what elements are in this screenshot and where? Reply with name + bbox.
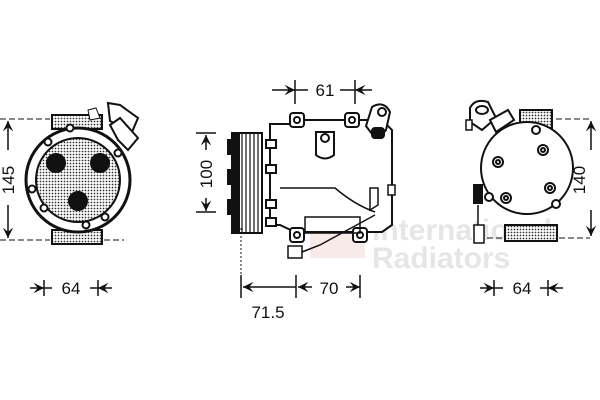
side-height-dimension: 100 <box>197 160 216 188</box>
front-height-dimension: 145 <box>0 166 18 194</box>
rear-view <box>465 99 597 244</box>
watermark-line2: Radiators <box>372 242 510 275</box>
front-width-dimension-lines <box>30 280 112 296</box>
rear-height-dimension: 140 <box>570 166 589 194</box>
side-clutch-dimension: 71.5 <box>251 303 284 322</box>
side-dimension-lines <box>196 80 372 300</box>
rear-width-dimension: 64 <box>513 279 532 298</box>
side-mount-dimension: 70 <box>320 279 339 298</box>
side-top-dimension: 61 <box>316 81 335 100</box>
side-view <box>227 103 396 259</box>
front-width-dimension: 64 <box>62 279 81 298</box>
rear-width-dimension-lines <box>480 280 563 296</box>
front-view <box>0 101 140 245</box>
